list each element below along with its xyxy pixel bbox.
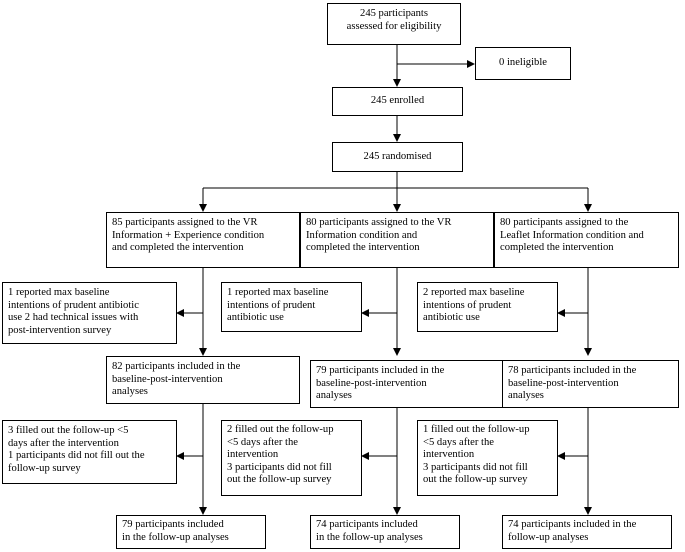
assessed-box: 245 participants assessed for eligibilit… bbox=[327, 3, 461, 45]
arm3-assigned-box: 80 participants assigned to the Leaflet … bbox=[494, 212, 679, 268]
arm1-followup-box: 79 participants included in the follow-u… bbox=[116, 515, 266, 549]
enrolled-box: 245 enrolled bbox=[332, 87, 463, 116]
randomised-box: 245 randomised bbox=[332, 142, 463, 172]
arm3-followup-box: 74 participants included in the follow-u… bbox=[502, 515, 672, 549]
arm1-followup-exclusion-box: 3 filled out the follow-up <5 days after… bbox=[2, 420, 177, 484]
arm3-exclusion-box: 2 reported max baseline intentions of pr… bbox=[417, 282, 558, 332]
arm3-followup-exclusion-box: 1 filled out the follow-up <5 days after… bbox=[417, 420, 558, 496]
arm2-exclusion-box: 1 reported max baseline intentions of pr… bbox=[221, 282, 362, 332]
arm2-baseline-box: 79 participants included in the baseline… bbox=[310, 360, 504, 408]
ineligible-box: 0 ineligible bbox=[475, 47, 571, 80]
arm2-followup-box: 74 participants included in the follow-u… bbox=[310, 515, 460, 549]
arm1-assigned-box: 85 participants assigned to the VR Infor… bbox=[106, 212, 300, 268]
arm1-exclusion-box: 1 reported max baseline intentions of pr… bbox=[2, 282, 177, 344]
arm2-followup-exclusion-box: 2 filled out the follow-up <5 days after… bbox=[221, 420, 362, 496]
arm2-assigned-box: 80 participants assigned to the VR Infor… bbox=[300, 212, 494, 268]
arm1-baseline-box: 82 participants included in the baseline… bbox=[106, 356, 300, 404]
arm3-baseline-box: 78 participants included in the baseline… bbox=[502, 360, 679, 408]
